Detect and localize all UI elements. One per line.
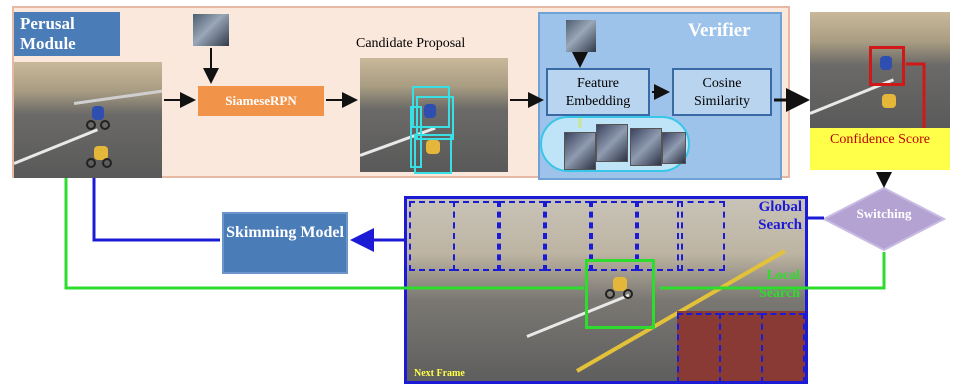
proposal-box-3 (414, 134, 452, 174)
switching-label: Switching (856, 206, 912, 221)
candidate-crop-3 (630, 128, 662, 166)
confidence-score-box: Confidence Score (810, 128, 950, 170)
global-window-5 (591, 201, 637, 271)
input-to-local-green-line (64, 178, 584, 290)
global-window-7 (677, 201, 725, 271)
candidate-proposal-caption: Candidate Proposal (356, 36, 466, 51)
cosine-similarity-box: Cosine Similarity (672, 68, 772, 116)
input-frame-image (14, 62, 162, 178)
verifier-template-image (566, 20, 596, 52)
input-to-skimming-blue-line (92, 178, 220, 242)
proposal-box-4 (410, 106, 422, 168)
candidate-crop-1 (564, 132, 596, 170)
confidence-red-link (906, 62, 926, 128)
global-search-label: Global Search (758, 199, 802, 233)
next-frame-label: Next Frame (414, 368, 465, 379)
siamese-rpn-box: SiameseRPN (198, 86, 324, 116)
perusal-module-label: Perusal Module (14, 12, 120, 56)
feature-embedding-box: Feature Embedding (546, 68, 650, 116)
candidate-crop-4 (662, 132, 686, 164)
verifier-title: Verifier (688, 20, 751, 41)
next-frame-image (404, 196, 808, 384)
global-window-4 (545, 201, 591, 271)
output-frame-image (810, 12, 950, 130)
global-window-10 (761, 313, 805, 381)
switching-diamond (822, 186, 946, 252)
candidate-proposal-image (360, 58, 508, 172)
local-search-window (585, 259, 655, 329)
template-patch-image (193, 14, 229, 46)
proposal-box-2 (416, 96, 454, 140)
global-window-2 (453, 201, 499, 271)
global-window-3 (499, 201, 545, 271)
global-window-6 (637, 201, 683, 271)
local-search-label: Local Search (759, 268, 800, 301)
candidate-crop-2 (596, 124, 628, 162)
tracked-target-box (869, 46, 905, 86)
switching-to-local-line (660, 252, 886, 290)
skimming-model-box: Skimming Model (222, 212, 348, 274)
